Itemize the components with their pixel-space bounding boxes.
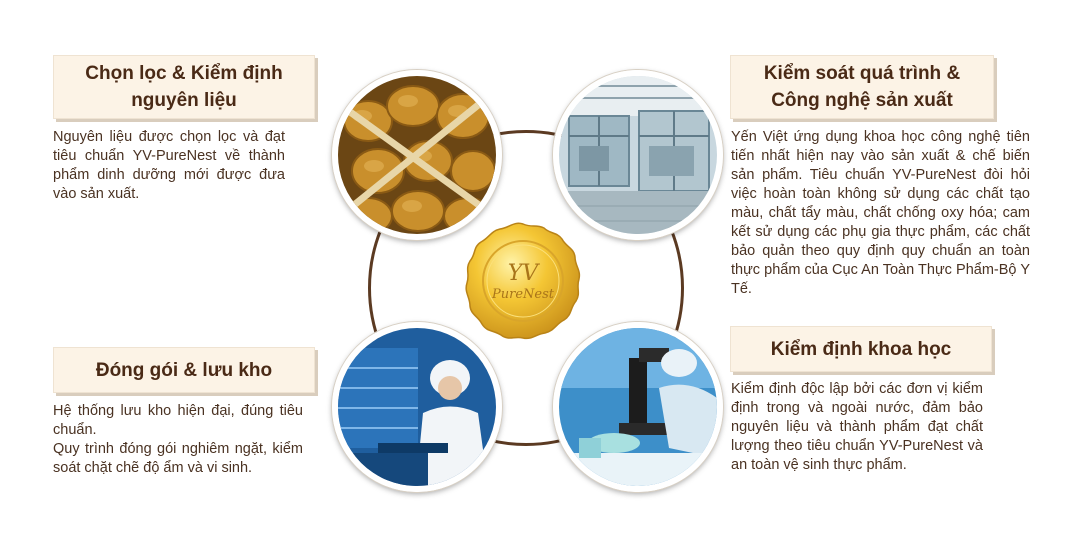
desc-testing: Kiểm định độc lập bởi các đơn vị kiểm đị… xyxy=(731,380,983,475)
title-testing-text: Kiểm định khoa học xyxy=(770,338,952,360)
desc-packaging-line2: Quy trình đóng gói nghiêm ngặt, kiểm soá… xyxy=(53,441,303,476)
title-production: Kiểm soát quá trình & Công nghệ sản xuất xyxy=(730,55,994,119)
desc-sourcing-text: Nguyên liệu được chọn lọc và đạt tiêu ch… xyxy=(53,129,285,202)
laboratory-microscope-photo xyxy=(553,322,723,492)
title-production-line2: Công nghệ sản xuất xyxy=(771,90,953,111)
desc-sourcing: Nguyên liệu được chọn lọc và đạt tiêu ch… xyxy=(53,128,285,204)
desc-production: Yến Việt ứng dụng khoa học công nghệ tiê… xyxy=(731,128,1030,299)
desc-packaging: Hệ thống lưu kho hiện đại, đúng tiêu chu… xyxy=(53,402,303,478)
title-packaging-text: Đóng gói & lưu kho xyxy=(95,359,273,381)
purenest-seal: YV PureNest xyxy=(462,220,584,342)
title-sourcing-line2: nguyên liệu xyxy=(131,90,237,111)
seal-icon: YV PureNest xyxy=(465,222,581,340)
title-testing: Kiểm định khoa học xyxy=(730,326,992,372)
title-sourcing-line1: Chọn lọc & Kiểm định xyxy=(85,63,283,84)
title-production-line1: Kiểm soát quá trình & xyxy=(763,63,961,84)
desc-packaging-line1: Hệ thống lưu kho hiện đại, đúng tiêu chu… xyxy=(53,403,303,438)
bird-nest-photo xyxy=(332,70,502,240)
title-packaging: Đóng gói & lưu kho xyxy=(53,347,315,393)
factory-image xyxy=(559,76,717,234)
packaging-worker-photo xyxy=(332,322,502,492)
laboratory-image xyxy=(559,328,717,486)
seal-text: PureNest xyxy=(491,287,555,302)
bird-nest-image xyxy=(338,76,496,234)
packaging-image xyxy=(338,328,496,486)
seal-monogram: YV xyxy=(508,261,541,286)
desc-testing-text: Kiểm định độc lập bởi các đơn vị kiểm đị… xyxy=(731,381,983,473)
process-ring xyxy=(368,130,684,446)
desc-production-text: Yến Việt ứng dụng khoa học công nghệ tiê… xyxy=(731,129,1030,297)
title-sourcing: Chọn lọc & Kiểm định nguyên liệu xyxy=(53,55,315,119)
factory-machinery-photo xyxy=(553,70,723,240)
